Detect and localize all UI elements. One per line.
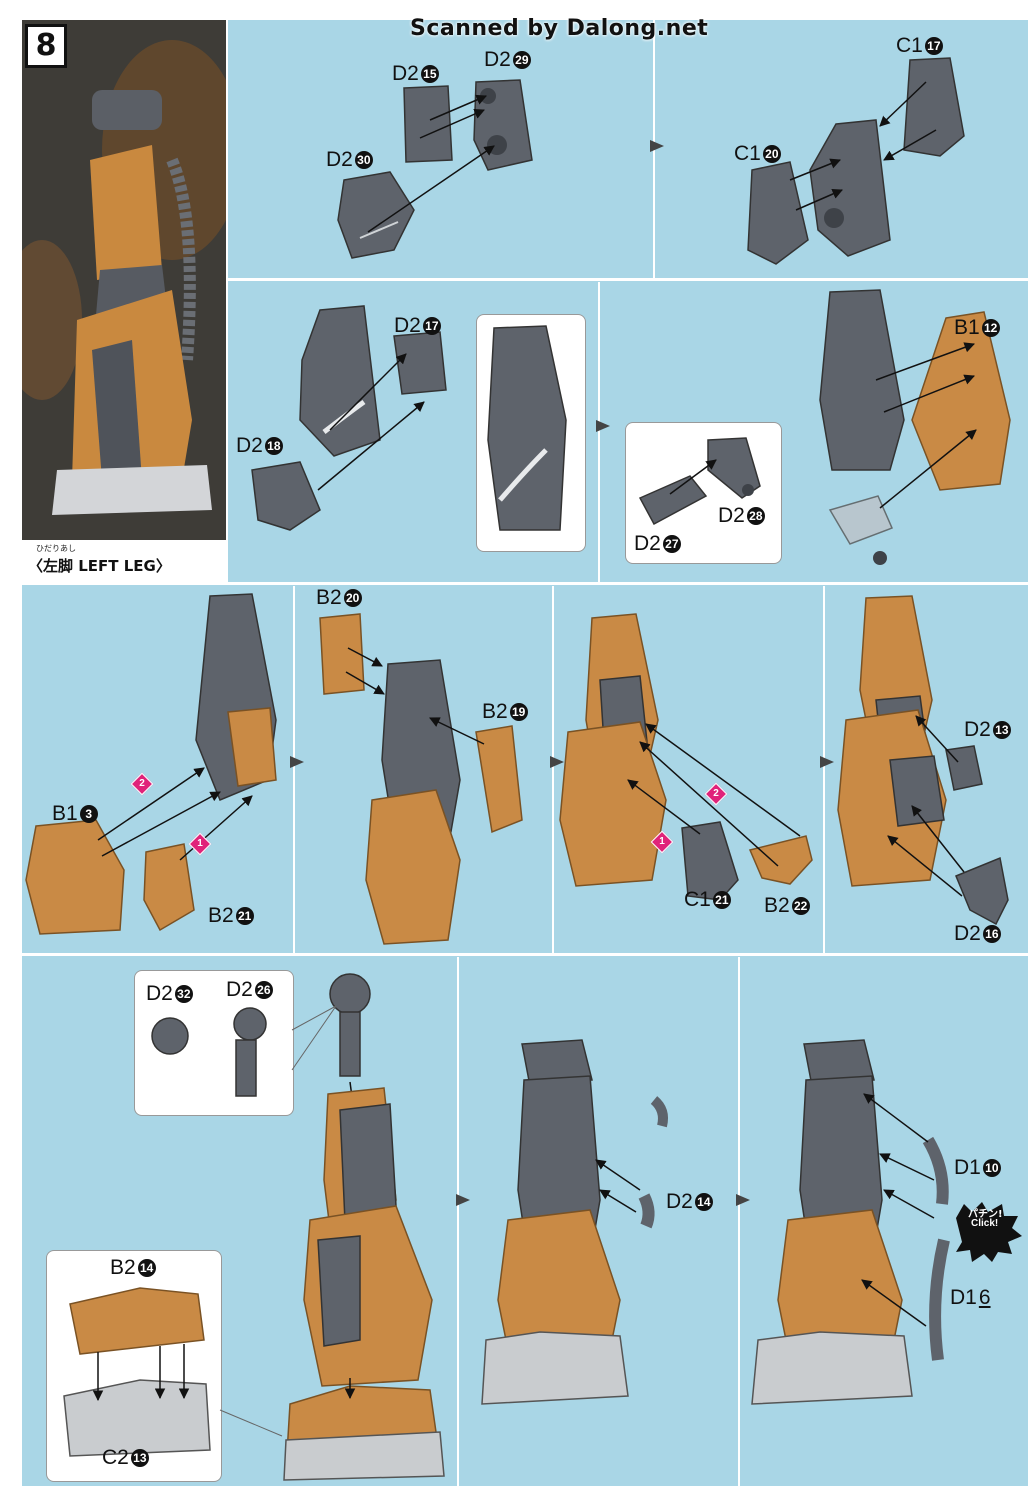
row-divider-2 bbox=[22, 582, 1028, 585]
col-divider-r2 bbox=[598, 282, 600, 582]
col-divider-r3a bbox=[293, 586, 295, 953]
step-arrow-icons bbox=[290, 140, 834, 1206]
caption-title: 〈左脚 LEFT LEG〉 bbox=[28, 557, 171, 575]
col-divider-r3c bbox=[823, 586, 825, 953]
section-caption: ひだりあし 〈左脚 LEFT LEG〉 bbox=[22, 540, 226, 582]
full-leg-assembly-2 bbox=[481, 1039, 668, 1405]
c1-21-b2-22-assembly bbox=[559, 613, 813, 901]
step-number: 8 bbox=[25, 24, 67, 68]
left-leg-reference-photo bbox=[22, 20, 226, 540]
base-parts-b2-14-c2-13 bbox=[63, 1287, 211, 1457]
col-divider-r4b bbox=[738, 957, 740, 1486]
lower-leg-b1-12 bbox=[819, 289, 1011, 565]
col-divider-r4a bbox=[457, 957, 459, 1486]
b2-19-20-assembly bbox=[319, 613, 523, 945]
row-divider-1 bbox=[22, 278, 1028, 281]
joint-detail-illustration bbox=[487, 325, 567, 531]
scan-watermark: Scanned by Dalong.net bbox=[410, 16, 709, 41]
click-ja: パチン! bbox=[968, 1209, 1003, 1220]
full-leg-assembly-1 bbox=[283, 1087, 445, 1481]
caption-ruby: ひだりあし bbox=[36, 544, 76, 553]
b1-3-assembly bbox=[25, 593, 277, 935]
full-leg-assembly-3 bbox=[751, 1039, 950, 1405]
d2-13-16-assembly bbox=[837, 595, 1009, 926]
leg-photo-illustration bbox=[22, 20, 226, 540]
c1-lower-leg-parts bbox=[747, 57, 965, 265]
hip-joint-parts bbox=[151, 973, 371, 1097]
label-d1-6: D16 bbox=[950, 1286, 991, 1309]
col-divider-r3b bbox=[552, 586, 554, 953]
photo-divider bbox=[226, 20, 228, 582]
d2-27-28-parts bbox=[638, 437, 761, 526]
row-divider-3 bbox=[22, 953, 1028, 956]
click-en: Click! bbox=[971, 1218, 999, 1229]
knee-assembly-parts bbox=[251, 305, 447, 531]
click-callout: パチン! Click! bbox=[956, 1202, 1018, 1236]
